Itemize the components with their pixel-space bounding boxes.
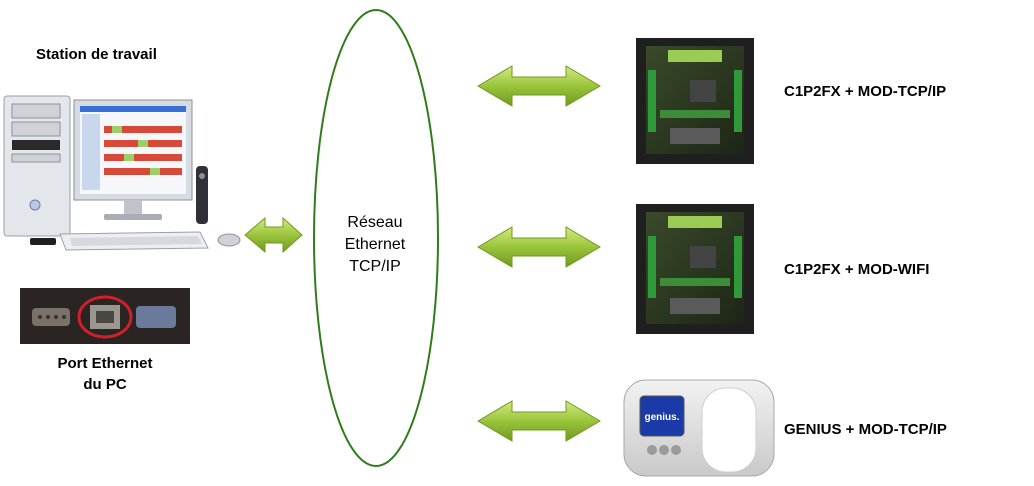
pc-tower-image xyxy=(3,95,71,237)
port-highlight-circle xyxy=(77,295,133,339)
controller-board-image-1 xyxy=(636,38,754,164)
ethernet-port-photo xyxy=(20,288,190,344)
usb-device-image xyxy=(30,238,56,245)
port-caption: Port Ethernet du PC xyxy=(30,353,180,395)
double-arrow-workstation xyxy=(244,216,303,254)
controller-board-image-2 xyxy=(636,204,754,334)
network-label-line2: Ethernet xyxy=(344,236,406,253)
double-arrow-device-2 xyxy=(477,226,601,268)
port-caption-line1: Port Ethernet xyxy=(57,355,153,372)
genius-screen-text: genius. xyxy=(644,412,679,423)
network-label-line1: Réseau xyxy=(347,214,403,231)
workstation-title: Station de travail xyxy=(36,46,157,63)
network-label-line3: TCP/IP xyxy=(349,258,401,275)
device-label-2: C1P2FX + MOD-WIFI xyxy=(784,261,930,278)
device-label-3: GENIUS + MOD-TCP/IP xyxy=(784,421,947,438)
double-arrow-device-1 xyxy=(477,65,601,107)
double-arrow-device-3 xyxy=(477,400,601,442)
port-caption-line2: du PC xyxy=(83,376,127,393)
monitor-image xyxy=(73,99,193,220)
mouse-image xyxy=(217,233,241,247)
keyboard-image xyxy=(59,231,209,251)
remote-control-image xyxy=(196,166,208,224)
device-label-1: C1P2FX + MOD-TCP/IP xyxy=(784,83,947,100)
network-label: Réseau Ethernet TCP/IP xyxy=(330,212,420,278)
network-ellipse xyxy=(313,9,439,467)
genius-reader-image: genius. xyxy=(623,379,775,477)
